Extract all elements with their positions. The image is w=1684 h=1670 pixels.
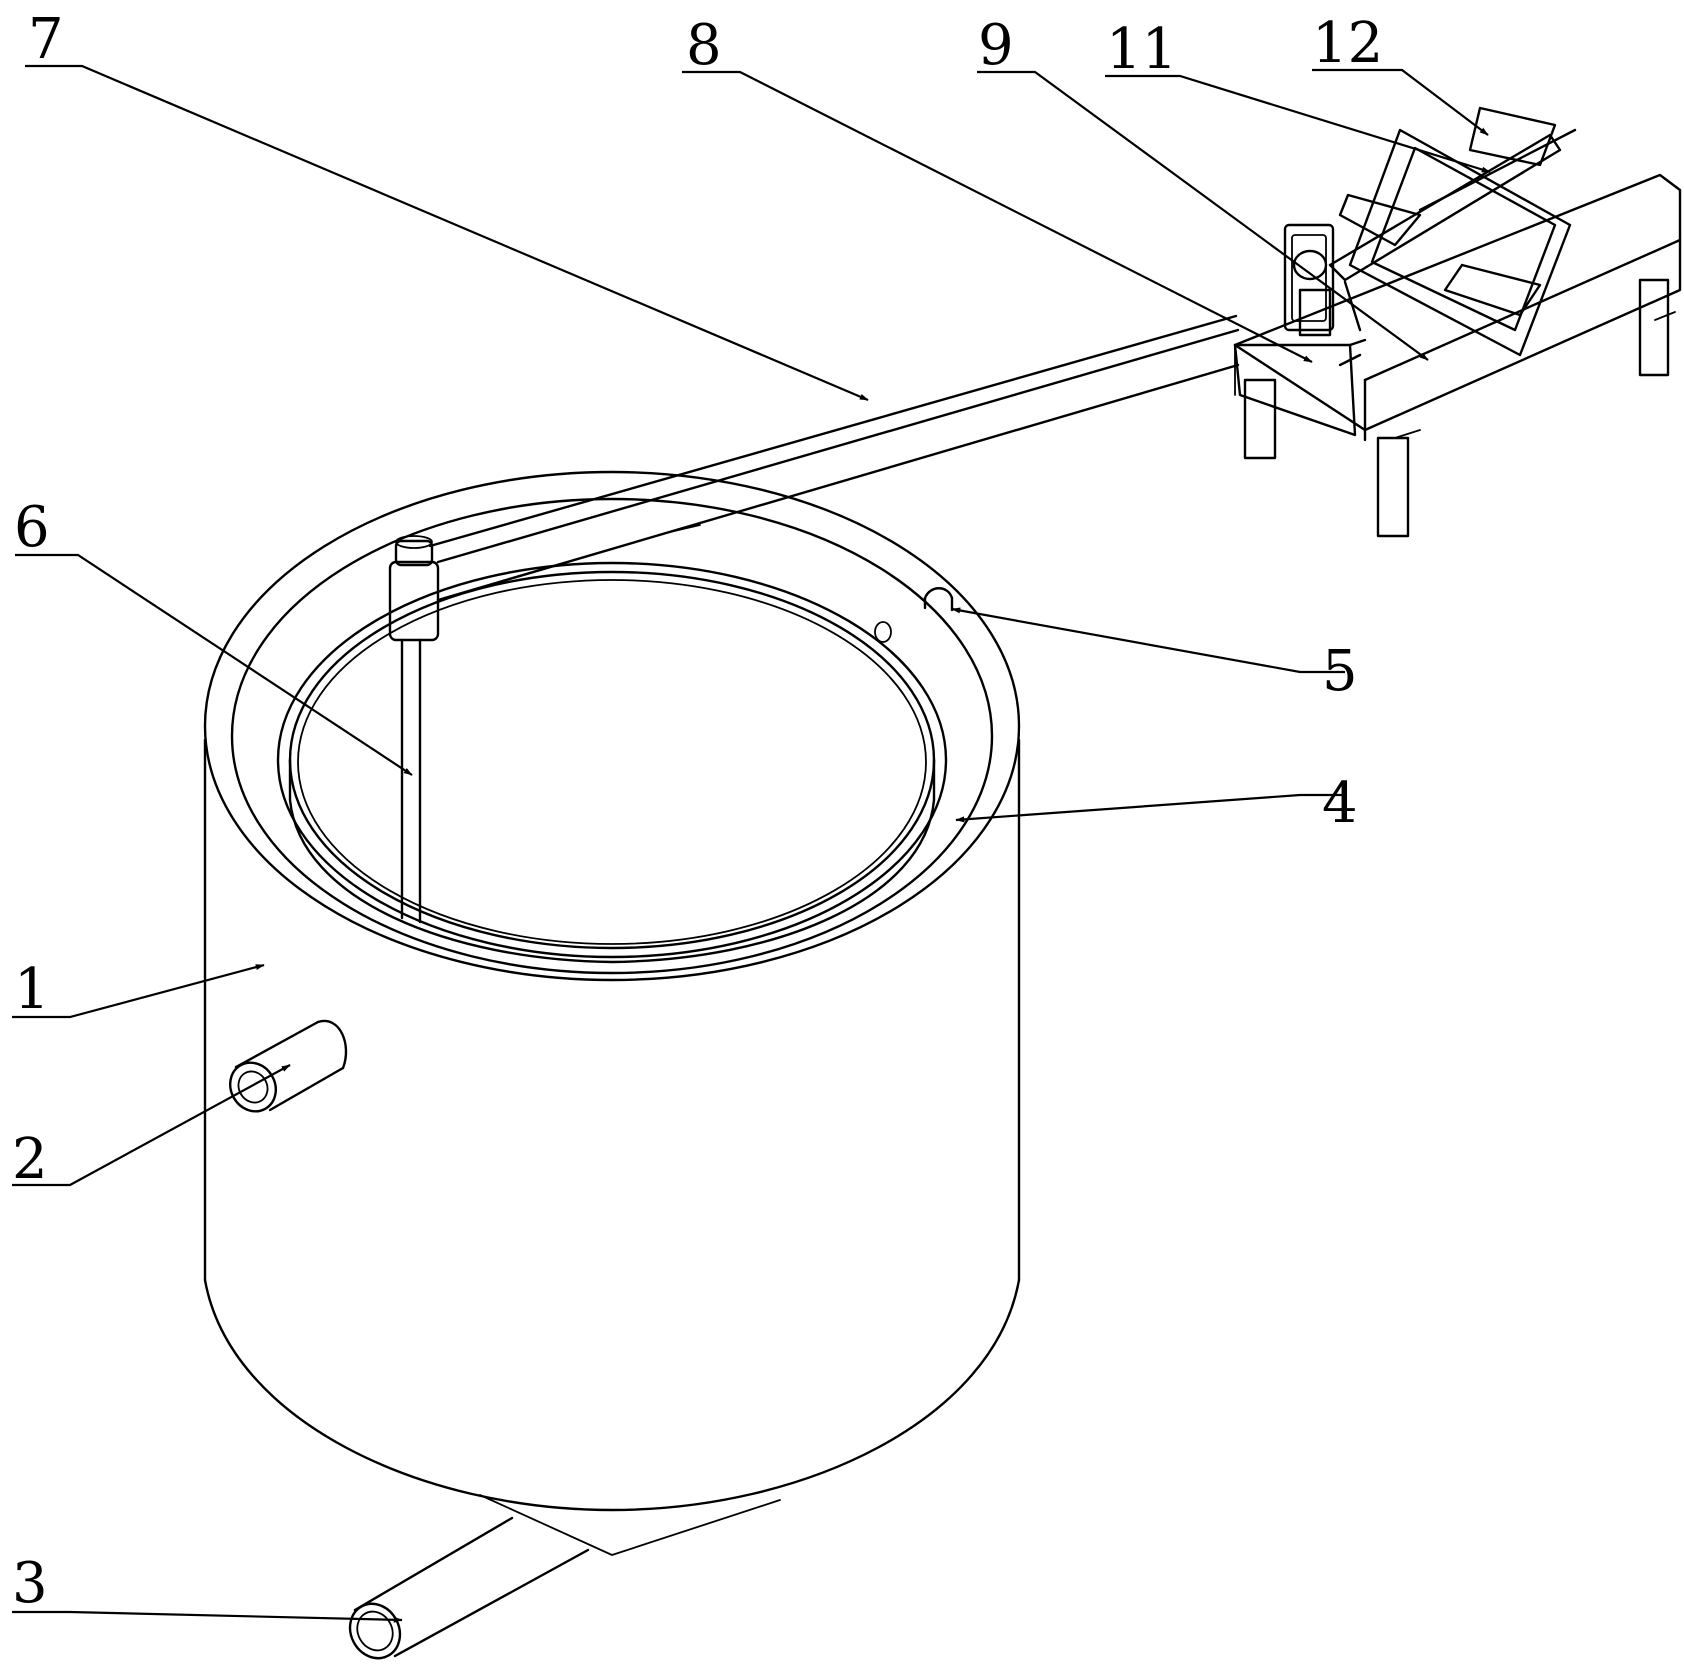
drain-pipe (348, 1516, 590, 1660)
arm-beam (428, 314, 1240, 602)
label-5: 5 (1322, 639, 1358, 704)
vertical-shaft (388, 535, 440, 924)
label-9: 9 (978, 13, 1014, 78)
drive-assembly (1233, 106, 1682, 538)
inner-ring (276, 561, 948, 964)
label-7: 7 (28, 7, 64, 72)
leader-lines (12, 64, 1491, 1623)
label-1: 1 (14, 957, 50, 1022)
tank-body (203, 470, 1021, 1556)
label-6: 6 (14, 495, 50, 560)
label-12: 12 (1312, 11, 1383, 76)
label-3: 3 (12, 1551, 48, 1616)
reference-numbers: 7 8 9 11 12 6 5 4 1 2 3 (12, 7, 1383, 1616)
label-2: 2 (12, 1127, 48, 1192)
label-11: 11 (1106, 17, 1177, 82)
rim-nozzle (874, 587, 954, 643)
label-4: 4 (1322, 771, 1358, 836)
label-8: 8 (686, 13, 722, 78)
side-pipe (229, 1019, 348, 1113)
